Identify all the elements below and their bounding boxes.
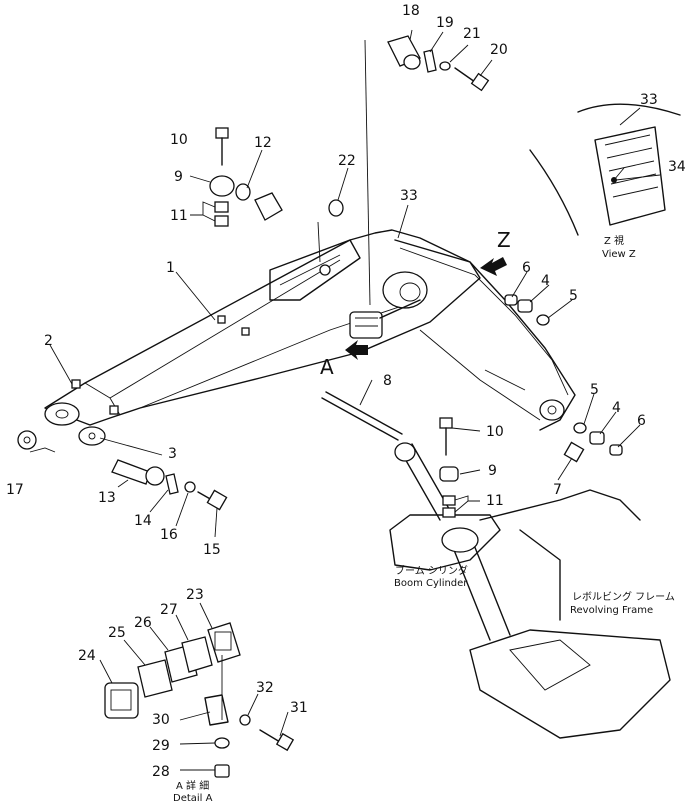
view-z-label-jp: Z 視 [604,234,624,247]
callout-31: 31 [290,700,308,716]
boom [44,221,576,446]
boom-cylinder-label-jp: ブーム シリンダ [395,564,468,577]
callout-7: 7 [553,482,562,498]
callout-12: 12 [254,135,272,151]
callout-6-lower: 6 [637,413,646,429]
marker-z: Z [497,228,511,252]
revolving-frame [389,442,671,739]
callout-24: 24 [78,648,96,664]
loose-parts [17,35,623,511]
callout-10-lower: 10 [486,424,504,440]
callout-11-upper: 11 [170,208,188,224]
callout-29: 29 [152,738,170,754]
callout-28: 28 [152,764,170,780]
marker-a: A [320,355,334,379]
callout-19: 19 [436,15,454,31]
callout-27: 27 [160,602,178,618]
callout-33-boom: 33 [400,188,418,204]
revolving-frame-label-en: Revolving Frame [570,605,653,616]
callout-25: 25 [108,625,126,641]
callout-8: 8 [383,373,392,389]
callout-26: 26 [134,615,152,631]
callout-15: 15 [203,542,221,558]
arrow-a-icon [345,340,368,360]
boom-cylinder-label-en: Boom Cylinder [394,578,468,589]
callout-9-lower: 9 [488,463,497,479]
callout-33-view-z: 33 [640,92,658,108]
callout-17: 17 [6,482,24,498]
view-z-label-en: View Z [602,249,636,260]
callout-3: 3 [168,446,177,462]
callout-13: 13 [98,490,116,506]
callout-5-lower: 5 [590,382,599,398]
callout-9-upper: 9 [174,169,183,185]
callout-34: 34 [668,159,686,175]
callout-20: 20 [490,42,508,58]
callout-22: 22 [338,153,356,169]
callout-11-lower: 11 [486,493,504,509]
detail-a [104,622,295,778]
callout-5-upper: 5 [569,288,578,304]
callout-4-lower: 4 [612,400,621,416]
callout-6-upper: 6 [522,260,531,276]
callout-32: 32 [256,680,274,696]
callout-30: 30 [152,712,170,728]
callout-10-upper: 10 [170,132,188,148]
callout-14: 14 [134,513,152,529]
callout-23: 23 [186,587,204,603]
view-z-inset [529,103,681,236]
detail-a-label-jp: A 詳 細 [176,779,209,792]
leader-lines [29,29,661,771]
callout-2: 2 [44,333,53,349]
detail-a-label-en: Detail A [173,793,213,803]
arrow-z-icon [480,257,507,276]
callout-18: 18 [402,3,420,19]
revolving-frame-label-jp: レボルビング フレーム [572,590,675,603]
part-callouts: 1 2 3 4 4 5 5 6 6 7 8 9 9 10 10 11 11 12… [6,3,686,780]
callout-16: 16 [160,527,178,543]
callout-21: 21 [463,26,481,42]
callout-4-upper: 4 [541,273,550,289]
callout-1: 1 [166,260,175,276]
